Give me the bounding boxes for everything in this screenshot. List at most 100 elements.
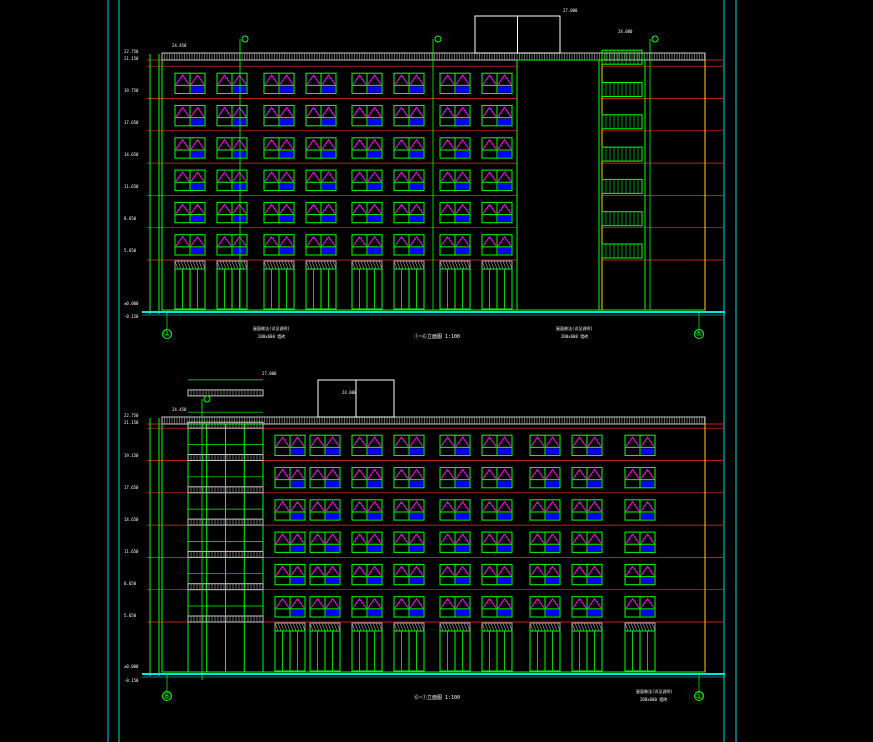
window-glass xyxy=(456,512,469,520)
window xyxy=(305,169,337,191)
window-opening-mark xyxy=(455,468,470,479)
window-opening-mark xyxy=(217,203,232,214)
window xyxy=(393,137,425,159)
window-opening-mark xyxy=(310,500,325,512)
window xyxy=(309,467,341,489)
window-opening-mark xyxy=(497,106,512,117)
window-opening-mark xyxy=(217,138,232,150)
sign-hatch xyxy=(448,622,453,632)
window-glass xyxy=(233,86,246,93)
sign-hatch xyxy=(460,260,465,270)
shopfront xyxy=(393,622,425,672)
window-opening-mark xyxy=(409,468,424,479)
window-opening-mark xyxy=(310,597,325,609)
sign-hatch xyxy=(408,260,413,270)
window-opening-mark xyxy=(394,436,409,447)
window-opening-mark xyxy=(409,138,424,150)
sign-hatch xyxy=(595,622,600,632)
window-opening-mark xyxy=(275,565,290,576)
window xyxy=(174,137,206,159)
window-opening-mark xyxy=(232,171,247,182)
window-opening-mark xyxy=(367,106,382,117)
window-opening-mark xyxy=(440,436,455,447)
window-glass xyxy=(498,480,511,487)
lower-level-5: 11.650 xyxy=(124,549,139,554)
sign-hatch xyxy=(420,260,425,270)
sign-hatch xyxy=(448,260,453,270)
sign-hatch xyxy=(532,622,537,632)
window-opening-mark xyxy=(409,533,424,544)
axis-bubble-right xyxy=(694,691,704,701)
sign-hatch xyxy=(317,260,322,270)
lower-level-1: 21.150 xyxy=(124,420,139,425)
sign-hatch xyxy=(490,260,495,270)
upper-note-1: 屋面做法(详见说明) xyxy=(253,326,290,331)
sign-hatch xyxy=(183,260,188,270)
window xyxy=(481,201,513,224)
window-opening-mark xyxy=(640,597,655,609)
window-glass xyxy=(280,118,293,125)
window-opening-mark xyxy=(367,203,382,214)
window-glass xyxy=(456,480,469,487)
window-glass xyxy=(368,480,381,487)
leader-bubble xyxy=(203,395,211,403)
window-glass xyxy=(191,118,204,125)
lower-level-0: 22.750 xyxy=(124,413,139,418)
window-opening-mark xyxy=(310,565,325,576)
window-opening-mark xyxy=(290,533,305,544)
window-opening-mark xyxy=(440,106,455,117)
building-outline xyxy=(161,423,706,673)
window-opening-mark xyxy=(325,597,340,609)
sign-hatch xyxy=(354,260,359,270)
sign-hatch xyxy=(645,622,650,632)
window-opening-mark xyxy=(572,533,587,544)
sign-hatch xyxy=(336,622,341,632)
sign-hatch xyxy=(311,260,316,270)
window-opening-mark xyxy=(279,74,294,85)
lower-level-8: ±0.000 xyxy=(124,664,139,669)
window-opening-mark xyxy=(352,106,367,117)
window-glass xyxy=(588,545,601,552)
leader-bubble xyxy=(651,35,659,43)
window xyxy=(305,137,337,159)
upper-level-7: 5.650 xyxy=(124,248,137,253)
sign-hatch xyxy=(363,622,368,632)
window-opening-mark xyxy=(367,74,382,85)
window-glass xyxy=(280,215,293,222)
window-glass xyxy=(498,247,511,254)
window-glass xyxy=(546,480,559,487)
sign-hatch xyxy=(445,260,450,270)
sign-hatch xyxy=(463,260,468,270)
window-glass xyxy=(368,545,381,552)
window-opening-mark xyxy=(264,74,279,85)
sign-hatch xyxy=(396,622,401,632)
window-opening-mark xyxy=(306,74,321,85)
shopfront xyxy=(174,260,206,310)
window-glass xyxy=(456,150,469,158)
sign-hatch xyxy=(487,260,492,270)
sign-hatch xyxy=(326,260,331,270)
window-opening-mark xyxy=(545,500,560,512)
window xyxy=(624,596,656,618)
window xyxy=(439,563,471,586)
sign-hatch xyxy=(496,622,501,632)
window xyxy=(481,531,513,553)
window xyxy=(624,531,656,553)
window-opening-mark xyxy=(352,565,367,576)
window-glass xyxy=(456,118,469,125)
window-glass xyxy=(498,512,511,520)
window-glass xyxy=(410,183,423,190)
window-glass xyxy=(410,118,423,125)
window-opening-mark xyxy=(440,203,455,214)
parapet-railing xyxy=(161,416,706,425)
sign-hatch xyxy=(396,260,401,270)
window-opening-mark xyxy=(264,171,279,182)
sign-hatch xyxy=(289,622,294,632)
upper-axis-right: ⑥ xyxy=(695,329,704,339)
window-opening-mark xyxy=(482,500,497,512)
shopfront xyxy=(481,622,513,672)
window-opening-mark xyxy=(279,138,294,150)
window xyxy=(481,72,513,94)
window-glass xyxy=(588,512,601,520)
window-glass xyxy=(322,86,335,93)
